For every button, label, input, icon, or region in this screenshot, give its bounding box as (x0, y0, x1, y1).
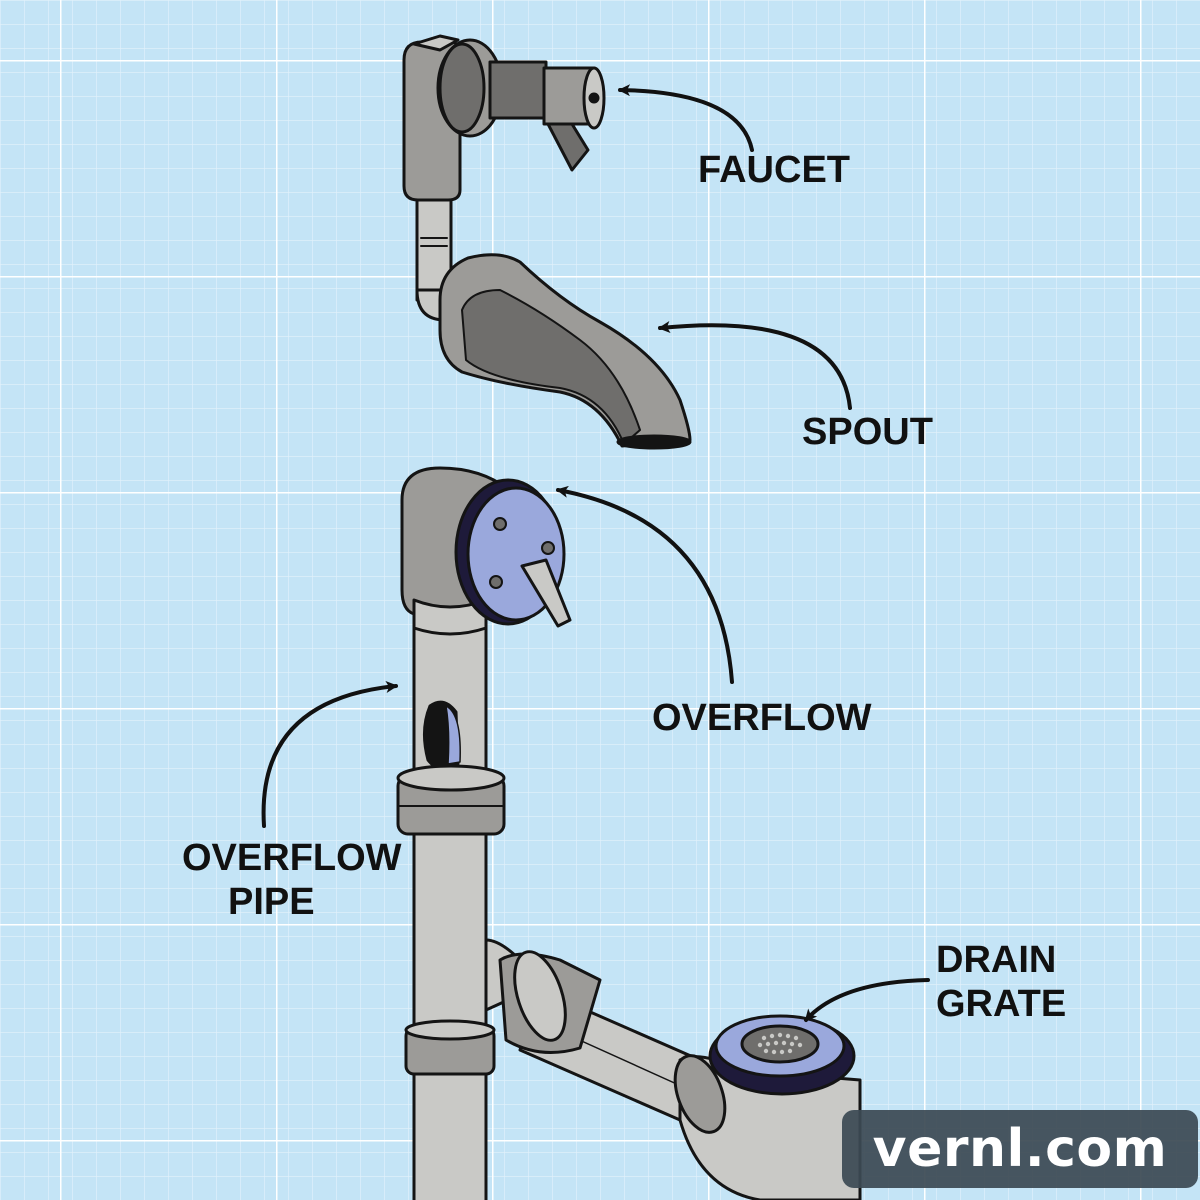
spout-label: SPOUT (802, 411, 933, 453)
overflow-pipe-arrow (261, 681, 398, 828)
overflow-pipe (412, 598, 488, 1200)
watermark-badge: vernl.com (842, 1110, 1198, 1188)
faucet-arrow (618, 84, 754, 152)
overflow-label: OVERFLOW (652, 697, 872, 739)
overflow-arrow (556, 485, 734, 684)
lower-pipe-coupling (404, 1019, 496, 1076)
tee-coupling (498, 950, 602, 1054)
faucet-body (402, 34, 606, 202)
spout (438, 253, 692, 450)
upper-pipe-coupling (396, 764, 506, 836)
watermark-text: vernl.com (872, 1119, 1168, 1179)
drain-label-line2: GRATE (936, 983, 1066, 1025)
drain-grate-arrow (804, 978, 930, 1022)
drain-grate (708, 1014, 856, 1096)
spout-arrow (658, 321, 852, 410)
overflow-pipe-label-line2: PIPE (228, 881, 315, 923)
overflow-plate (454, 478, 572, 628)
drain-label-line1: DRAIN (936, 939, 1056, 981)
faucet-label: FAUCET (698, 149, 850, 191)
overflow-pipe-label-line1: OVERFLOW (182, 837, 402, 879)
